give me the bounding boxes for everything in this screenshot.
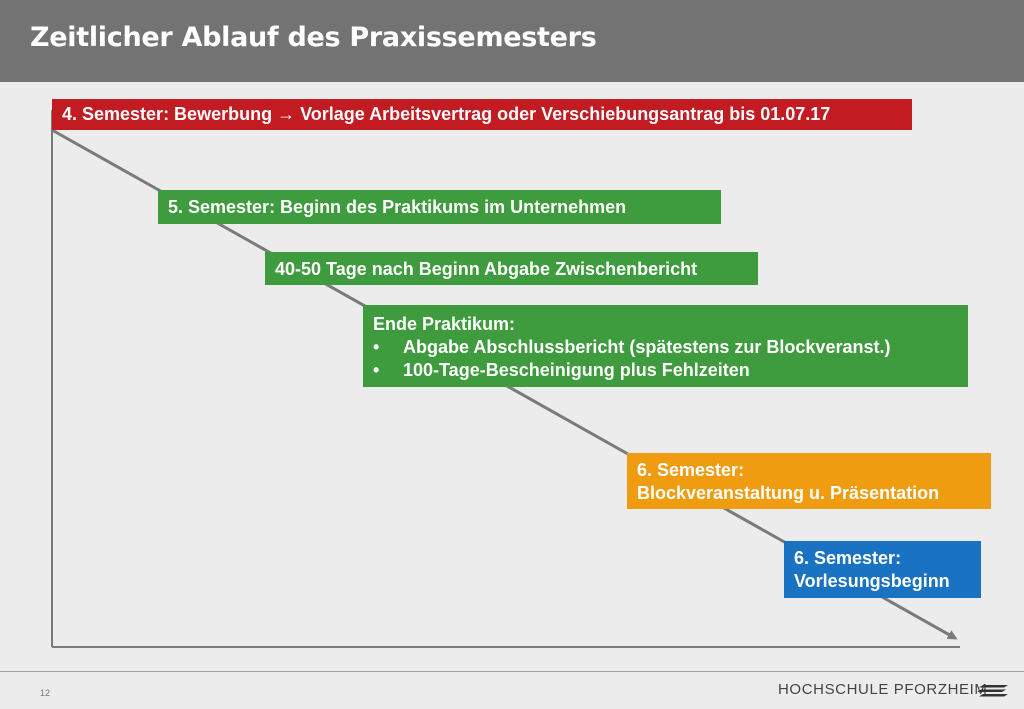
list-item-text: Abgabe Abschlussbericht (spätestens zur … (403, 337, 891, 357)
list-item: • Abgabe Abschlussbericht (spätestens zu… (373, 336, 968, 359)
step-vorlesungsbeginn: 6. Semester: Vorlesungsbeginn (784, 541, 981, 598)
list-item-text: 100-Tage-Bescheinigung plus Fehlzeiten (403, 360, 750, 380)
step-heading: 6. Semester: (794, 548, 902, 568)
brand-name: HOCHSCHULE PFORZHEIM (778, 681, 988, 698)
step-blockveranstaltung: 6. Semester: Blockveranstaltung u. Präse… (627, 453, 991, 509)
list-item: • 100-Tage-Bescheinigung plus Fehlzeiten (373, 359, 968, 382)
step-text: Vorlesungsbeginn (794, 571, 950, 591)
step-heading: 6. Semester: (637, 460, 745, 480)
step-text: Blockveranstaltung u. Präsentation (637, 483, 940, 503)
bullet-icon: • (373, 360, 380, 380)
page-title: Zeitlicher Ablauf des Praxissemesters (30, 22, 597, 53)
step-praktikum-beginn: 5. Semester: Beginn des Praktikums im Un… (158, 190, 721, 224)
footer-divider (0, 671, 1024, 672)
step-text: 4. Semester: Bewerbung → Vorlage Arbeits… (62, 104, 831, 124)
step-heading: Ende Praktikum: (373, 314, 516, 334)
step-text: 5. Semester: Beginn des Praktikums im Un… (168, 197, 627, 217)
step-bewerbung: 4. Semester: Bewerbung → Vorlage Arbeits… (52, 99, 912, 130)
bullet-icon: • (373, 337, 380, 357)
step-text: 40-50 Tage nach Beginn Abgabe Zwischenbe… (275, 259, 698, 279)
title-bar: Zeitlicher Ablauf des Praxissemesters (0, 0, 1024, 82)
step-zwischenbericht: 40-50 Tage nach Beginn Abgabe Zwischenbe… (265, 252, 758, 285)
stripes-logo-icon (977, 685, 1008, 697)
step-ende-praktikum: Ende Praktikum: • Abgabe Abschlussberich… (363, 305, 968, 387)
page-number: 12 (40, 688, 51, 698)
